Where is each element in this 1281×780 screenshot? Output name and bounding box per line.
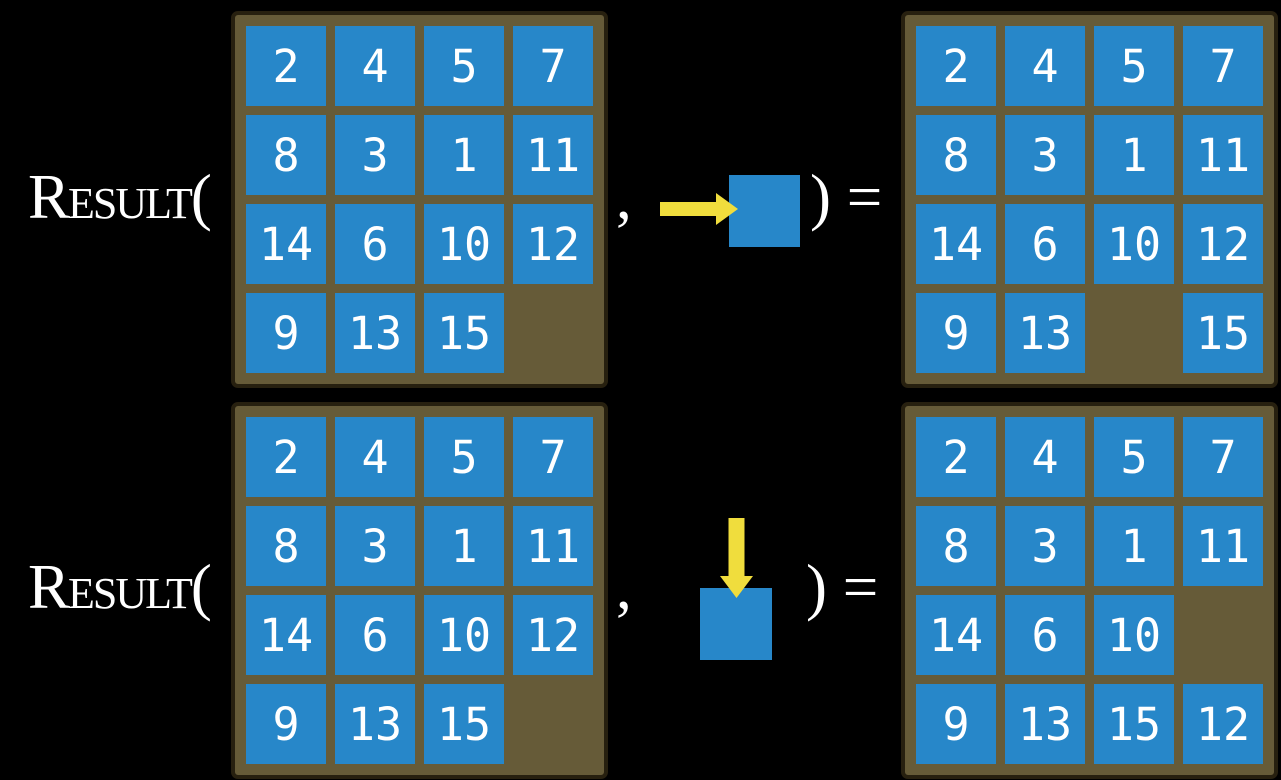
puzzle-tile: 11 (513, 115, 593, 195)
puzzle-tile: 12 (513, 595, 593, 675)
puzzle-tile: 15 (1094, 684, 1174, 764)
puzzle-tile: 9 (246, 684, 326, 764)
result-function-label: Result( (28, 552, 212, 622)
empty-cell (1183, 595, 1263, 675)
puzzle-tile: 14 (246, 204, 326, 284)
puzzle-tile: 4 (1005, 26, 1085, 106)
puzzle-tile: 3 (335, 115, 415, 195)
puzzle-tile: 7 (1183, 26, 1263, 106)
puzzle-tile: 2 (246, 26, 326, 106)
puzzle-tile: 14 (916, 595, 996, 675)
puzzle-tile: 9 (916, 293, 996, 373)
puzzle-tile: 4 (335, 417, 415, 497)
puzzle-tile: 2 (916, 26, 996, 106)
puzzle-tile: 5 (424, 26, 504, 106)
puzzle-tile: 10 (424, 595, 504, 675)
puzzle-tile: 12 (513, 204, 593, 284)
puzzle-tile: 3 (1005, 115, 1085, 195)
puzzle-tile: 12 (1183, 204, 1263, 284)
puzzle-tile: 15 (424, 684, 504, 764)
puzzle-tile: 14 (246, 595, 326, 675)
puzzle-tile: 1 (424, 115, 504, 195)
puzzle-tile: 13 (335, 684, 415, 764)
close-paren-equals-label: ) = (810, 162, 883, 232)
puzzle-tile: 7 (1183, 417, 1263, 497)
puzzle-tile: 1 (1094, 506, 1174, 586)
puzzle-tile: 15 (424, 293, 504, 373)
puzzle-tile: 13 (335, 293, 415, 373)
puzzle-tile: 13 (1005, 293, 1085, 373)
puzzle-tile: 8 (916, 506, 996, 586)
puzzle-tile: 11 (1183, 506, 1263, 586)
puzzle-tile: 11 (1183, 115, 1263, 195)
empty-cell (513, 684, 593, 764)
action-tile (700, 588, 772, 660)
result-function-label: Result( (28, 162, 212, 232)
puzzle-tile: 5 (1094, 26, 1174, 106)
puzzle-tile: 4 (1005, 417, 1085, 497)
puzzle-tile: 15 (1183, 293, 1263, 373)
puzzle-tile: 12 (1183, 684, 1263, 764)
puzzle-tile: 14 (916, 204, 996, 284)
puzzle-tile: 4 (335, 26, 415, 106)
empty-cell (513, 293, 593, 373)
puzzle-tile: 7 (513, 417, 593, 497)
puzzle-tile: 11 (513, 506, 593, 586)
puzzle-tile: 10 (1094, 204, 1174, 284)
puzzle-tile: 2 (916, 417, 996, 497)
puzzle-tile: 1 (424, 506, 504, 586)
puzzle-tile: 6 (335, 204, 415, 284)
puzzle-tile: 3 (335, 506, 415, 586)
arrow-down-icon (720, 518, 753, 598)
puzzle-tile: 8 (246, 506, 326, 586)
puzzle-tile: 6 (1005, 595, 1085, 675)
puzzle-tile: 10 (1094, 595, 1174, 675)
comma-separator: , (616, 552, 632, 622)
puzzle-tile: 3 (1005, 506, 1085, 586)
close-paren-equals-label: ) = (806, 552, 879, 622)
puzzle-tile: 13 (1005, 684, 1085, 764)
puzzle-tile: 6 (1005, 204, 1085, 284)
puzzle-tile: 10 (424, 204, 504, 284)
puzzle-tile: 8 (916, 115, 996, 195)
puzzle-tile: 5 (424, 417, 504, 497)
puzzle-tile: 7 (513, 26, 593, 106)
puzzle-tile: 8 (246, 115, 326, 195)
puzzle-tile: 9 (246, 293, 326, 373)
puzzle-tile: 9 (916, 684, 996, 764)
puzzle-tile: 6 (335, 595, 415, 675)
puzzle-tile: 5 (1094, 417, 1174, 497)
empty-cell (1094, 293, 1174, 373)
arrow-right-icon (660, 193, 738, 225)
puzzle-tile: 2 (246, 417, 326, 497)
action-tile (729, 175, 800, 247)
comma-separator: , (616, 162, 632, 232)
puzzle-tile: 1 (1094, 115, 1174, 195)
